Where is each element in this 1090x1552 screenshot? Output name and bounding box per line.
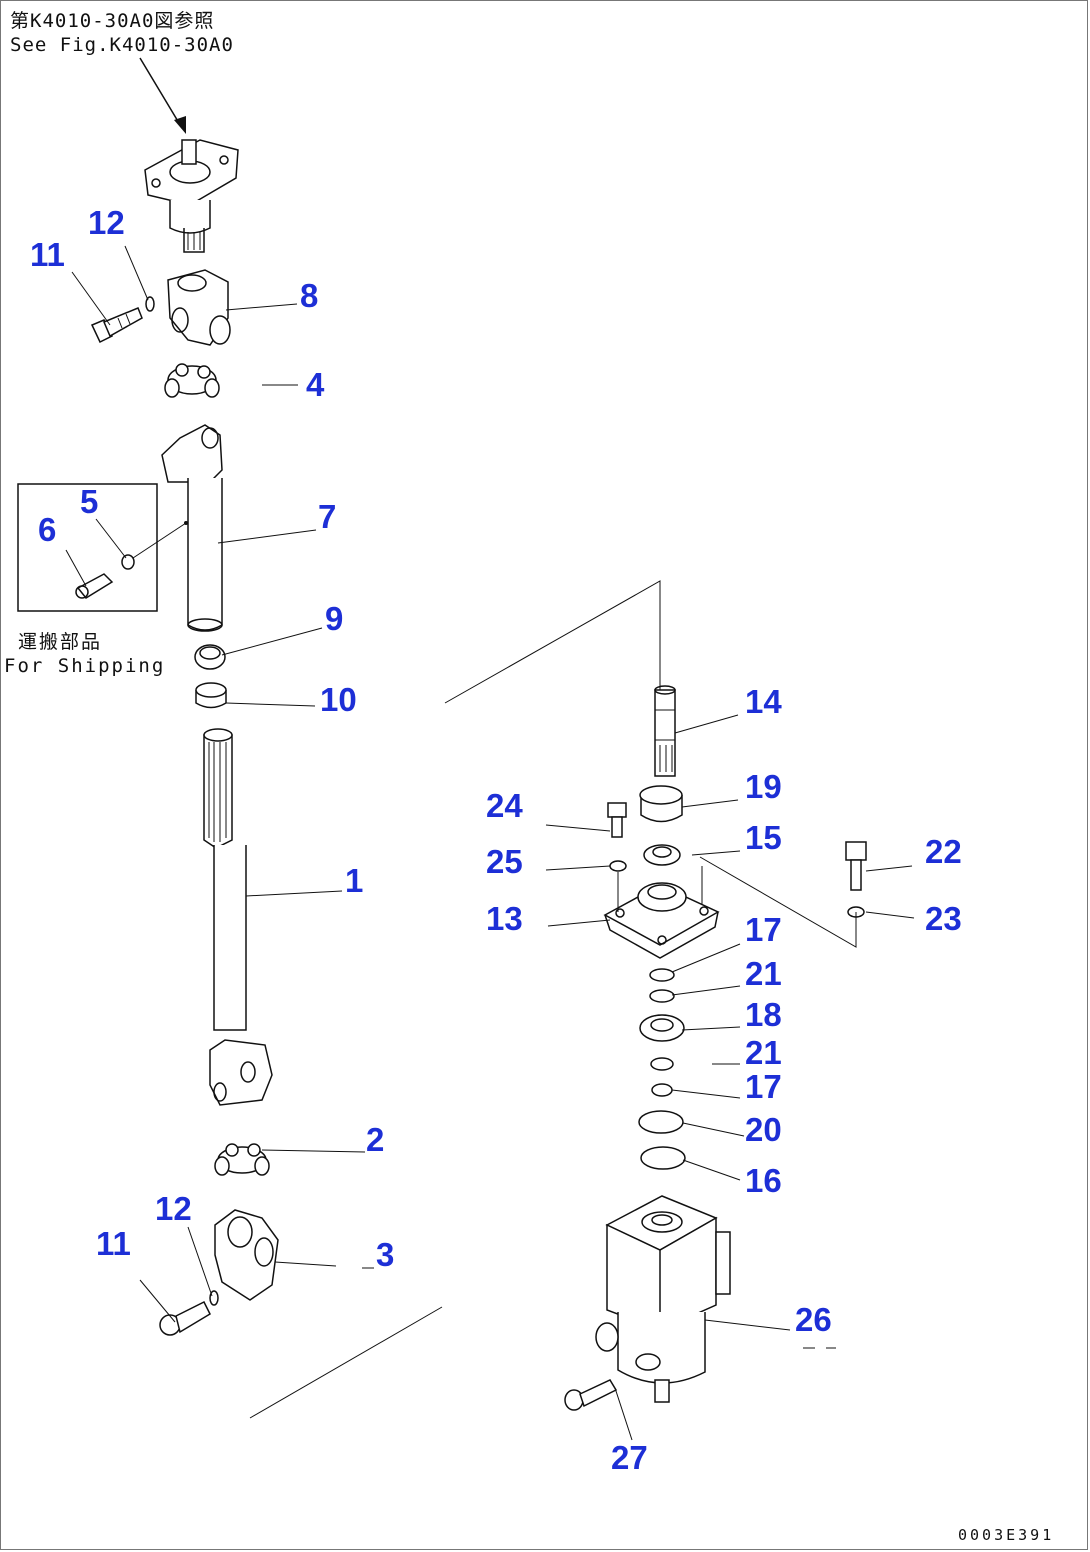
part-26-steering-valve: [595, 1195, 731, 1403]
callout-4: 4: [306, 366, 325, 403]
shipping-label-jp: 運搬部品: [18, 631, 103, 653]
callout-21-lower: 21: [745, 1034, 782, 1071]
part-3-lower-yoke: [214, 1209, 279, 1301]
callout-10: 10: [320, 681, 357, 718]
callout-23: 23: [925, 900, 962, 937]
part-17-snapring-lower: [651, 1083, 673, 1097]
part-16-snapring: [640, 1146, 686, 1170]
part-18-bearing: [639, 1014, 685, 1042]
callout-2: 2: [366, 1121, 385, 1158]
part-21-ring: [649, 989, 675, 1003]
part-10-collar: [195, 682, 227, 709]
part-22-bolt: [845, 841, 867, 891]
callout-17-upper: 17: [745, 911, 782, 948]
lower-bolt-11: [159, 1290, 219, 1336]
callout-1: 1: [345, 862, 364, 899]
assembly-lines: [132, 522, 857, 1419]
callout-27: 27: [611, 1439, 648, 1476]
callout-7: 7: [318, 498, 337, 535]
callout-14: 14: [745, 683, 782, 720]
callout-5: 5: [80, 483, 99, 520]
part-24-bolt: [607, 802, 627, 838]
callout-15: 15: [745, 819, 782, 856]
part-9-bushing: [194, 644, 226, 670]
part-27-bolt: [564, 1379, 618, 1411]
callout-13: 13: [486, 900, 523, 937]
upper-bolt-11: [90, 296, 155, 344]
part-13-cover: [603, 882, 720, 959]
part-19-nut: [639, 785, 683, 823]
callout-17-lower: 17: [745, 1068, 782, 1105]
column-flange: [144, 139, 239, 253]
callout-25: 25: [486, 843, 523, 880]
part-21-ring-lower: [650, 1057, 674, 1071]
reference-arrow: [139, 57, 186, 134]
shipping-label-en: For Shipping: [4, 655, 166, 677]
callout-9: 9: [325, 600, 344, 637]
part-4-spider: [164, 363, 220, 398]
reference-note-en: See Fig.K4010-30A0: [10, 34, 234, 56]
callout-19: 19: [745, 768, 782, 805]
part-15-seal: [643, 844, 681, 866]
callout-12-lower: 12: [155, 1190, 192, 1227]
callout-3: 3: [376, 1236, 395, 1273]
callout-16: 16: [745, 1162, 782, 1199]
leader-lines: [65, 245, 915, 1441]
callout-6: 6: [38, 511, 57, 548]
part-1-splined-shaft: [203, 728, 273, 1106]
callout-21-upper: 21: [745, 955, 782, 992]
part-17-snapring: [649, 968, 675, 982]
callout-18: 18: [745, 996, 782, 1033]
part-14-shaft: [654, 685, 676, 777]
callout-22: 22: [925, 833, 962, 870]
callout-8: 8: [300, 277, 319, 314]
callout-20: 20: [745, 1111, 782, 1148]
callout-12-upper: 12: [88, 204, 125, 241]
callout-11-upper: 11: [30, 236, 65, 273]
part-7-upper-shaft: [161, 424, 223, 632]
part-2-spider: [214, 1143, 270, 1176]
part-20-washer: [638, 1110, 684, 1134]
callout-11-lower: 11: [96, 1225, 131, 1262]
reference-note-jp: 第K4010-30A0図参照: [10, 10, 215, 32]
drawing-code: 0003E391: [958, 1526, 1055, 1544]
callout-24: 24: [486, 787, 523, 824]
callout-26: 26: [795, 1301, 832, 1338]
part-25-washer: [609, 860, 627, 872]
shipping-inset: [17, 483, 188, 612]
part-8-yoke: [167, 269, 231, 346]
